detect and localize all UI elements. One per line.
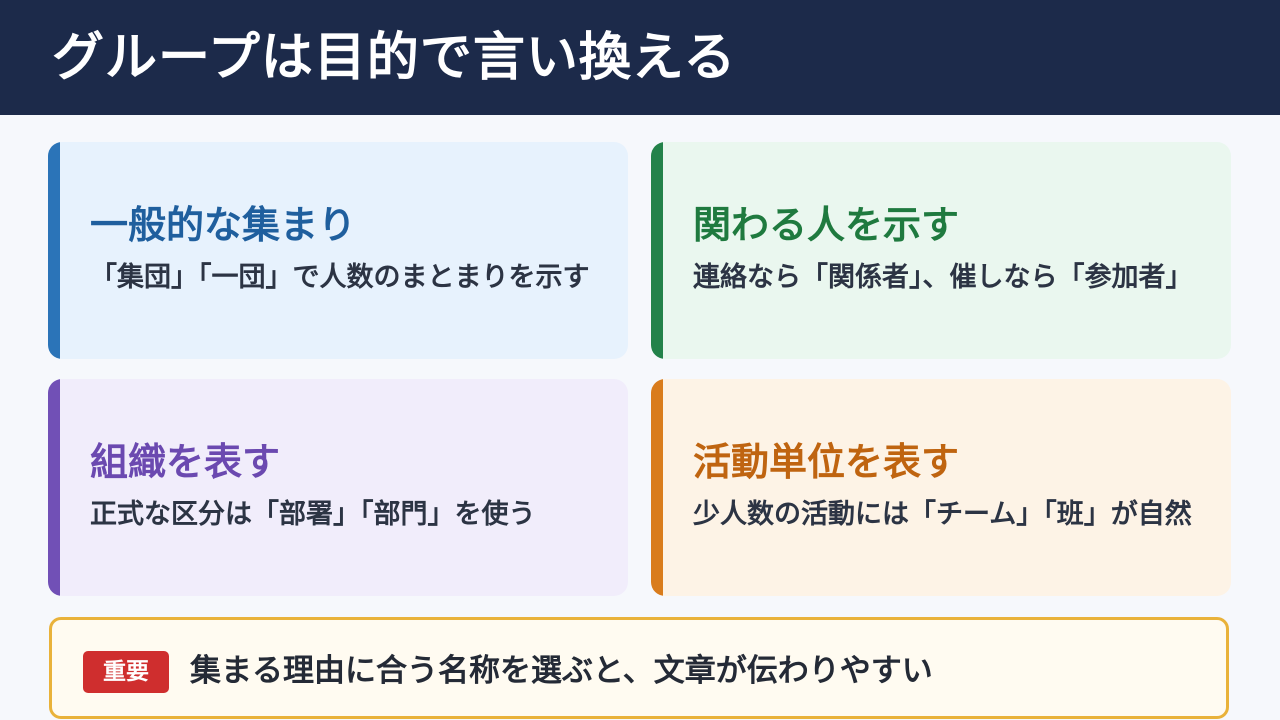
card-related-people: 関わる人を示す 連絡なら「関係者」、催しなら「参加者」 <box>651 142 1231 359</box>
card-general-group: 一般的な集まり 「集団」「一団」で人数のまとまりを示す <box>48 142 628 359</box>
card-related-people-title: 関わる人を示す <box>693 202 960 247</box>
key-point-box: 重要 集まる理由に合う名称を選ぶと、文章が伝わりやすい <box>49 617 1229 719</box>
card-activity-unit: 活動単位を表す 少人数の活動には「チーム」「班」が自然 <box>651 379 1231 596</box>
key-point-text: 集まる理由に合う名称を選ぶと、文章が伝わりやすい <box>190 653 933 689</box>
card-general-group-title: 一般的な集まり <box>90 202 357 247</box>
card-related-people-content: 関わる人を示す 連絡なら「関係者」、催しなら「参加者」 <box>693 142 1201 359</box>
card-organization-body: 正式な区分は「部署」「部門」を使う <box>90 498 536 530</box>
page-title: グループは目的で言い換える <box>52 28 737 88</box>
title-bar: グループは目的で言い換える <box>0 0 1280 115</box>
card-organization-title: 組織を表す <box>90 439 281 484</box>
card-activity-unit-body: 少人数の活動には「チーム」「班」が自然 <box>693 498 1192 530</box>
card-related-people-body: 連絡なら「関係者」、催しなら「参加者」 <box>693 261 1193 293</box>
card-general-group-body: 「集団」「一団」で人数のまとまりを示す <box>90 261 590 293</box>
card-general-group-content: 一般的な集まり 「集団」「一団」で人数のまとまりを示す <box>90 142 598 359</box>
card-activity-unit-title: 活動単位を表す <box>693 439 960 484</box>
important-badge: 重要 <box>83 651 169 693</box>
card-activity-unit-content: 活動単位を表す 少人数の活動には「チーム」「班」が自然 <box>693 379 1201 596</box>
card-organization: 組織を表す 正式な区分は「部署」「部門」を使う <box>48 379 628 596</box>
card-organization-content: 組織を表す 正式な区分は「部署」「部門」を使う <box>90 379 598 596</box>
